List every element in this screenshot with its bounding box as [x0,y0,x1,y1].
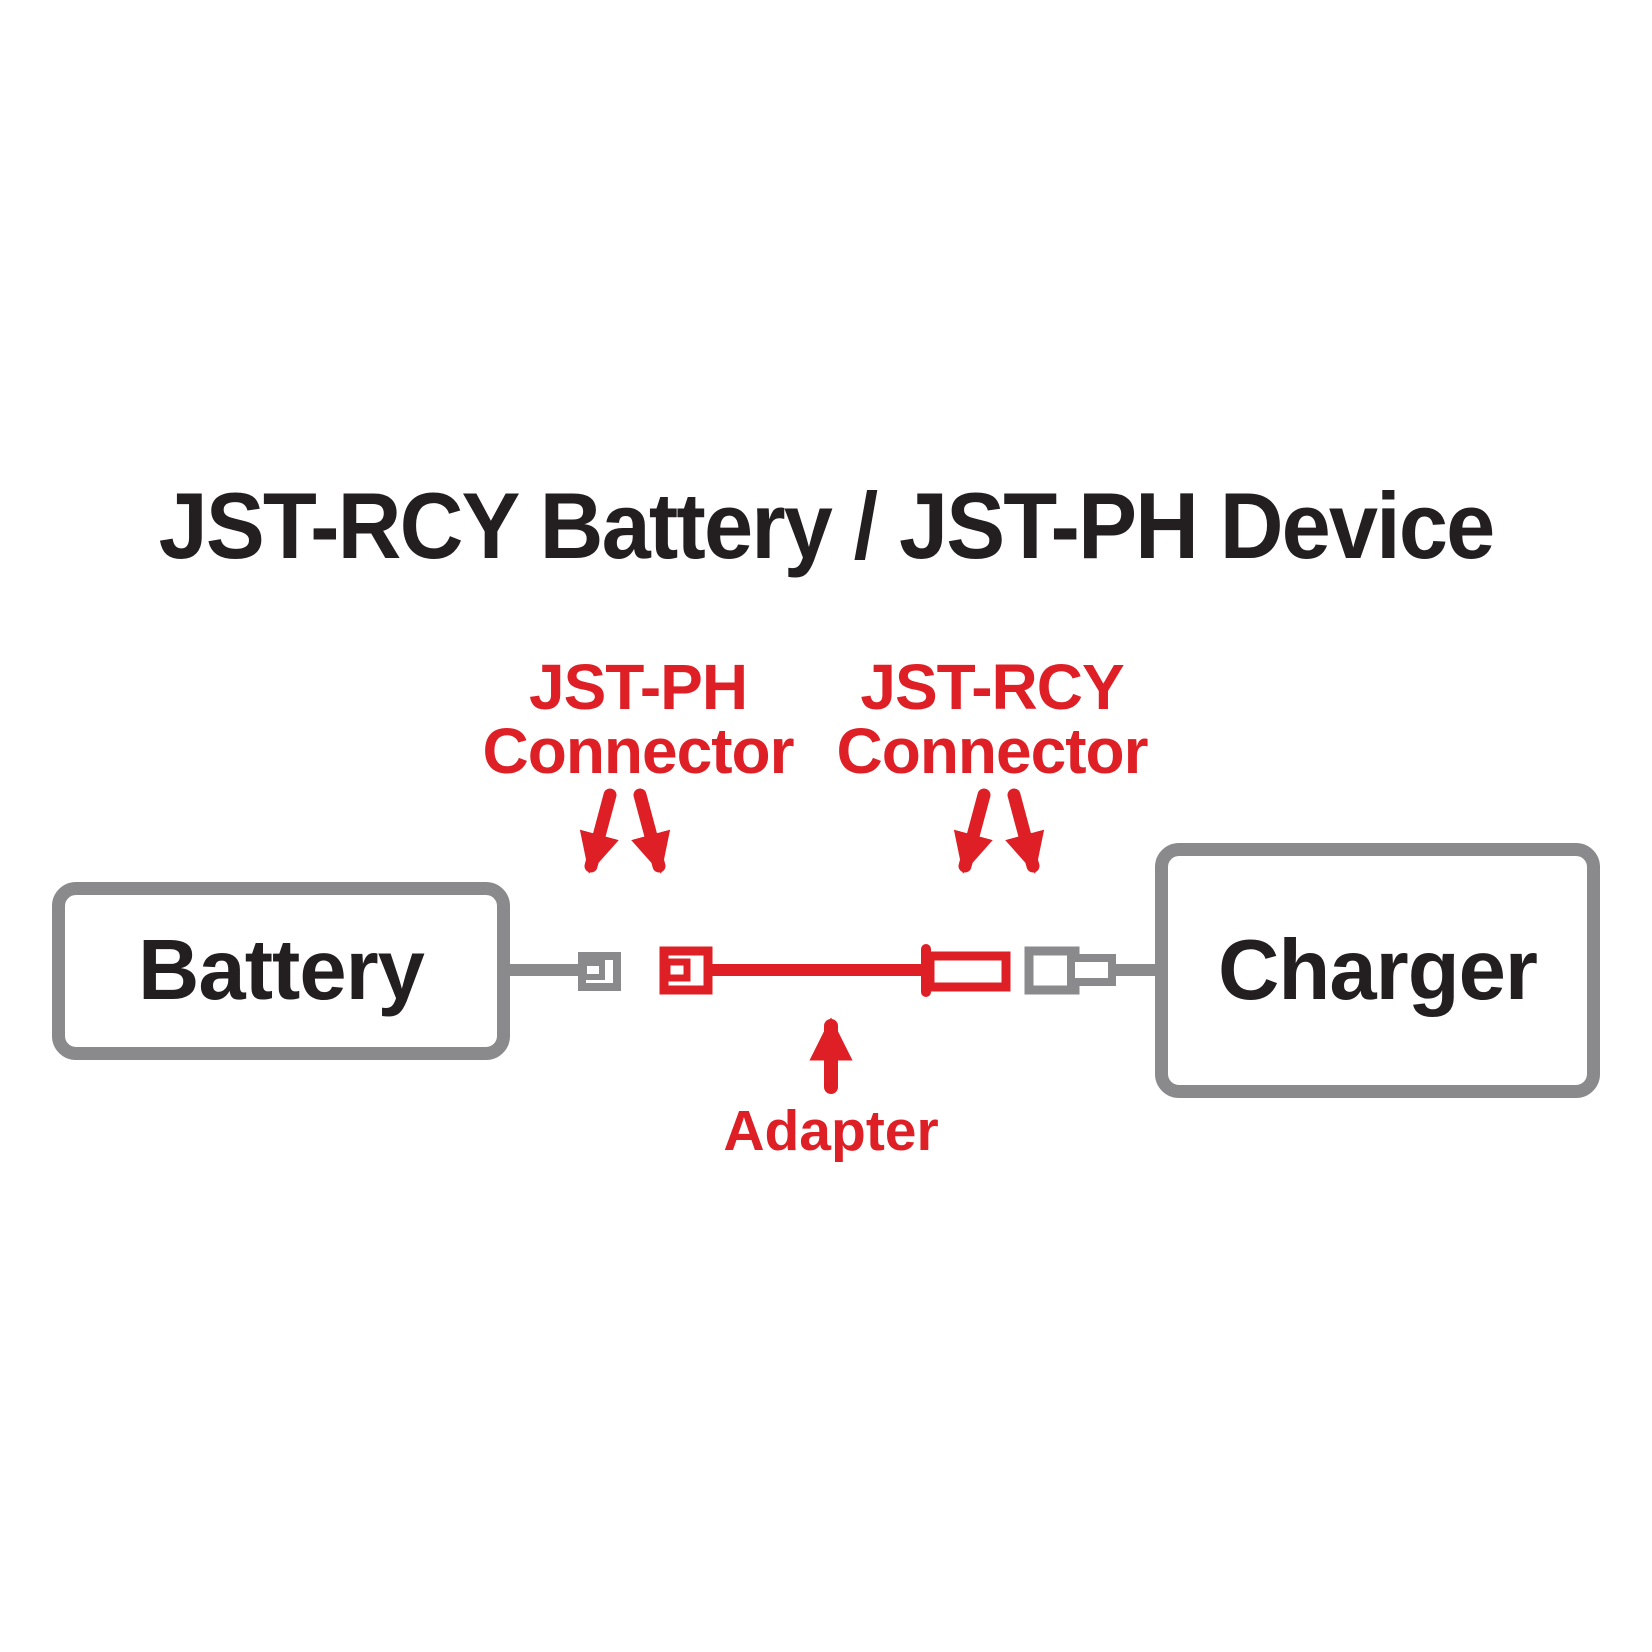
label-jst-rcy-line1: JST-RCY [860,651,1124,723]
jst-ph-male-slot [663,958,691,982]
jst-ph-female-slot [581,960,605,980]
label-jst-rcy-connector: JST-RCY Connector [836,651,1149,787]
jst-ph-arrow-left-icon [579,788,619,874]
jst-rcy-male-connector [925,951,1011,992]
charger-box-label: Charger [1218,922,1538,1018]
page-title-text: JST-RCY Battery / JST-PH Device [158,473,1496,578]
label-jst-ph-line2: Connector [482,715,795,787]
label-jst-ph-connector: JST-PH Connector [482,651,795,787]
label-adapter: Adapter [723,1099,939,1163]
label-jst-ph-line1: JST-PH [528,651,748,723]
jst-ph-arrow-right-icon [631,788,671,874]
jst-rcy-arrow-right-icon [1005,788,1045,874]
label-jst-rcy-line2: Connector [836,715,1149,787]
page-title: JST-RCY Battery / JST-PH Device [0,479,1652,573]
battery-box-label: Battery [138,923,425,1018]
charger-plug-connector [1067,954,1116,986]
jst-rcy-arrow-left-icon [953,788,993,874]
battery-box: Battery [52,882,510,1060]
charger-box: Charger [1155,843,1600,1098]
